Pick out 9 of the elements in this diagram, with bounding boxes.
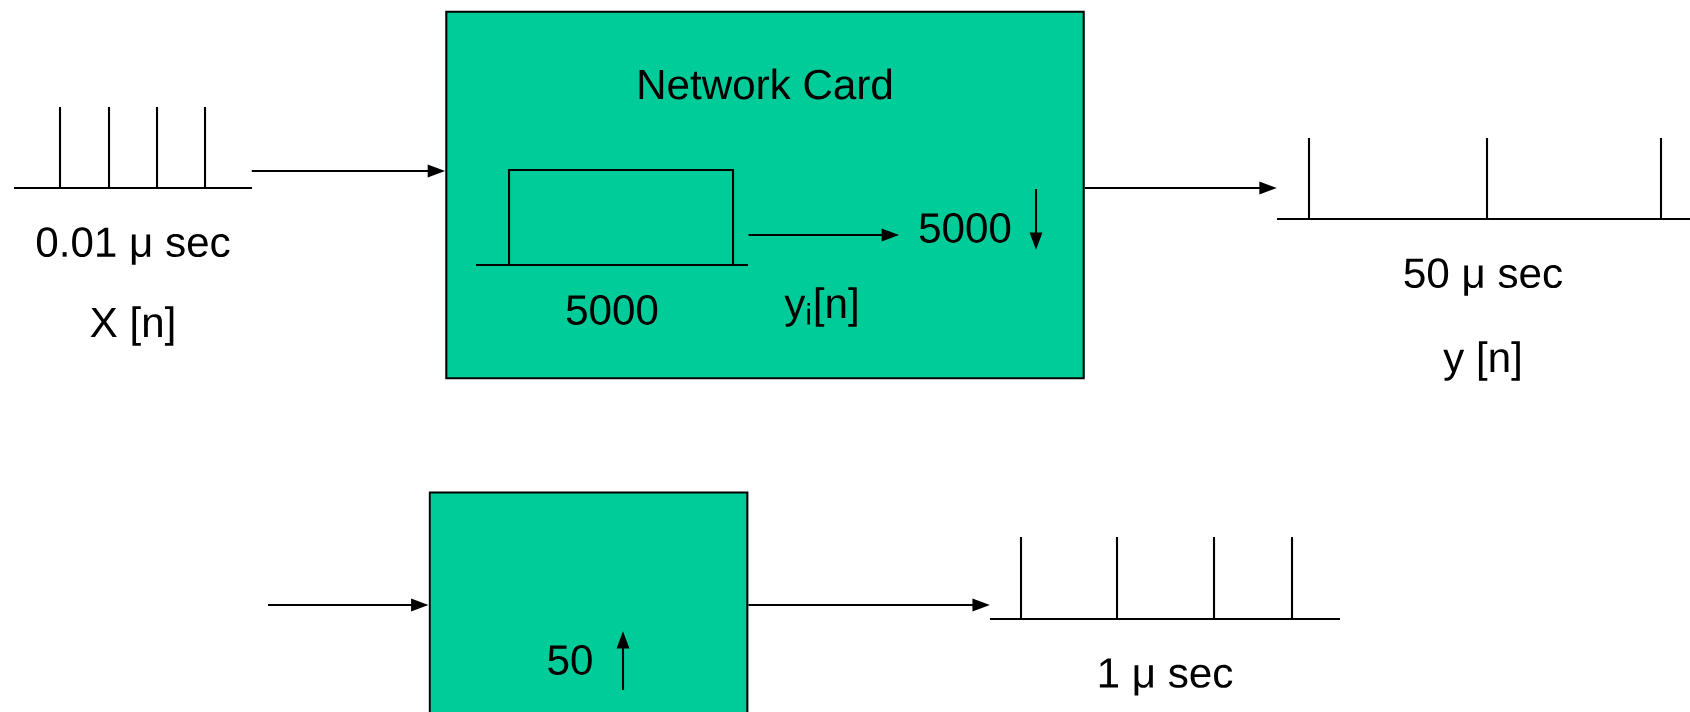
signal-label: X [n] (90, 306, 174, 346)
time-label: 0.01 μ sec (36, 227, 230, 265)
count-label: 5000 (919, 213, 1011, 243)
edge-label: y$_{i}$[n] (784, 287, 857, 327)
count-label: 5000 (566, 295, 658, 325)
time-label: 50 μ sec (1404, 258, 1562, 296)
signal-label: y [n] (1443, 341, 1520, 381)
count-label: 50 (548, 645, 592, 675)
time-label: 1 μ sec (1099, 658, 1233, 696)
